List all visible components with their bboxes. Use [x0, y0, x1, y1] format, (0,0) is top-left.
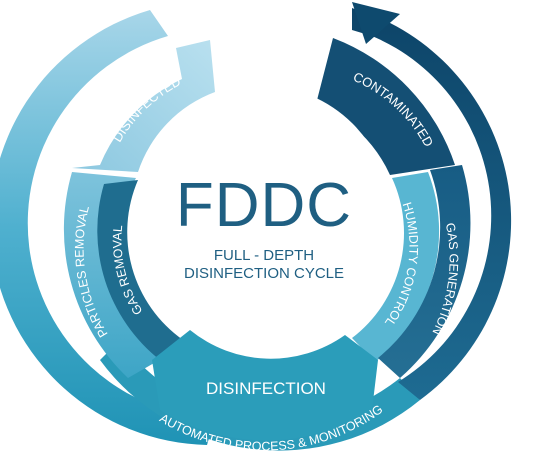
- automated-arrow-head: [352, 2, 400, 44]
- center-disc: [134, 86, 390, 342]
- automated-band-left: [0, 10, 215, 445]
- segment-disinfected: [72, 40, 215, 172]
- center-subtitle-line2: DISINFECTION CYCLE: [184, 265, 344, 282]
- center-title: FDDC: [176, 171, 352, 240]
- segment-disinfection: [152, 330, 378, 441]
- segment-gas-removal: [97, 180, 183, 360]
- label-disinfection: DISINFECTION: [206, 379, 326, 398]
- segment-gas-generation: [378, 165, 471, 378]
- center-subtitle-line1: FULL - DEPTH: [214, 247, 314, 264]
- segment-contaminated: [316, 38, 455, 175]
- segment-humidity-control: [352, 172, 440, 362]
- automated-band-right: [352, 8, 512, 400]
